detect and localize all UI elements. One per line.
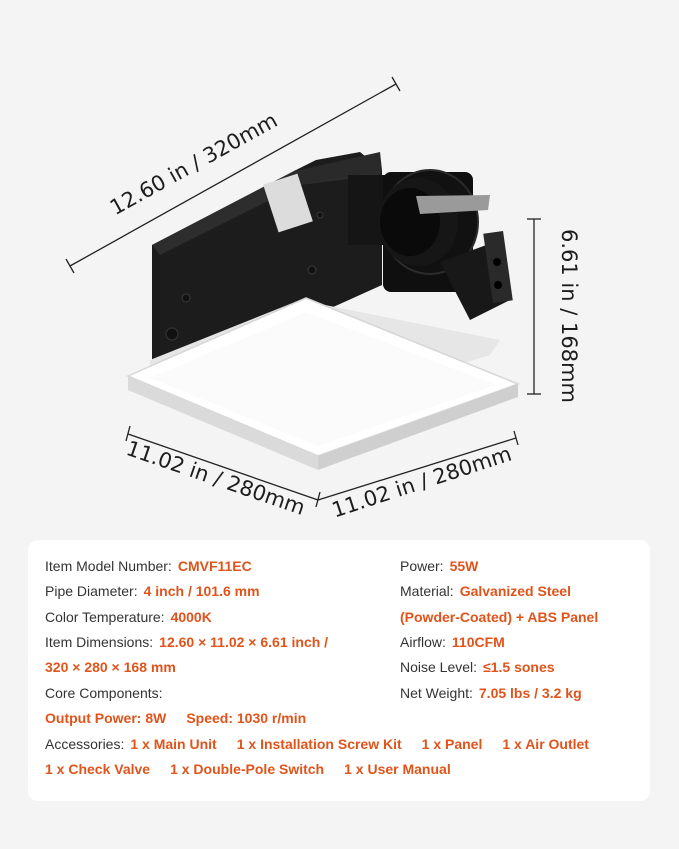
spec-core: Core Components: — [45, 685, 163, 701]
dims-label: Item Dimensions: — [45, 634, 154, 650]
material-value-1: Galvanized Steel — [459, 583, 571, 599]
power-value: 55W — [449, 558, 479, 574]
spec-model: Item Model Number: CMVF11EC — [45, 558, 252, 574]
spec-material-cont: (Powder-Coated) + ABS Panel — [400, 609, 598, 625]
height-dimension-line — [527, 218, 541, 395]
spec-pipe: Pipe Diameter: 4 inch / 101.6 mm — [45, 583, 260, 599]
accessory-item: 1 x Main Unit — [130, 736, 217, 752]
airflow-label: Airflow: — [400, 634, 446, 650]
airflow-value: 110CFM — [451, 634, 505, 650]
accessory-item: 1 x Installation Screw Kit — [236, 736, 402, 752]
material-label: Material: — [400, 583, 454, 599]
output-power-value: Output Power: 8W — [45, 710, 167, 726]
pipe-value: 4 inch / 101.6 mm — [143, 583, 260, 599]
exhaust-fan-illustration — [65, 76, 541, 508]
pipe-label: Pipe Diameter: — [45, 583, 138, 599]
duct-outlet — [348, 169, 513, 320]
speed-value: Speed: 1030 r/min — [186, 710, 307, 726]
spec-noise: Noise Level: ≤1.5 sones — [400, 659, 555, 675]
spec-accessories: Accessories: 1 x Main Unit 1 x Installatio… — [45, 736, 589, 752]
weight-value: 7.05 lbs / 3.2 kg — [478, 685, 582, 701]
noise-value: ≤1.5 sones — [483, 659, 555, 675]
accessory-item: 1 x Air Outlet — [502, 736, 589, 752]
specifications-card: Item Model Number: CMVF11EC Pipe Diameter… — [28, 540, 650, 801]
accessories-label: Accessories: — [45, 736, 125, 752]
power-label: Power: — [400, 558, 444, 574]
noise-label: Noise Level: — [400, 659, 478, 675]
spec-weight: Net Weight: 7.05 lbs / 3.2 kg — [400, 685, 582, 701]
product-illustration-area: 12.60 in / 320mm 6.61 in / 168mm 11.02 i… — [65, 76, 581, 522]
spec-airflow: Airflow: 110CFM — [400, 634, 505, 650]
model-label: Item Model Number: — [45, 558, 172, 574]
material-value-2: (Powder-Coated) + ABS Panel — [400, 609, 599, 625]
accessory-item: 1 x User Manual — [344, 761, 451, 777]
model-value: CMVF11EC — [177, 558, 252, 574]
spec-dimensions-cont: 320 × 280 × 168 mm — [45, 659, 176, 675]
spec-color-temp: Color Temperature: 4000K — [45, 609, 212, 625]
spec-material: Material: Galvanized Steel — [400, 583, 571, 599]
width-right-dimension-line — [317, 430, 519, 501]
dims-value-2: 320 × 280 × 168 mm — [45, 659, 176, 675]
light-panel — [126, 297, 521, 470]
color-temp-value: 4000K — [170, 609, 212, 625]
color-temp-label: Color Temperature: — [45, 609, 165, 625]
weight-label: Net Weight: — [400, 685, 473, 701]
spec-accessories-cont: 1 x Check Valve 1 x Double-Pole Switch 1 x… — [45, 761, 451, 777]
core-label: Core Components: — [45, 685, 163, 701]
accessory-item: 1 x Double-Pole Switch — [170, 761, 325, 777]
accessory-item: 1 x Panel — [421, 736, 483, 752]
spec-dimensions: Item Dimensions: 12.60 × 11.02 × 6.61 inc… — [45, 634, 328, 650]
length-dimension-line — [65, 76, 401, 274]
height-dimension-label: 6.61 in / 168mm — [557, 229, 581, 403]
dims-value-1: 12.60 × 11.02 × 6.61 inch / — [159, 634, 329, 650]
spec-power: Power: 55W — [400, 558, 478, 574]
accessory-item: 1 x Check Valve — [45, 761, 151, 777]
spec-core-values: Output Power: 8W Speed: 1030 r/min — [45, 710, 306, 726]
